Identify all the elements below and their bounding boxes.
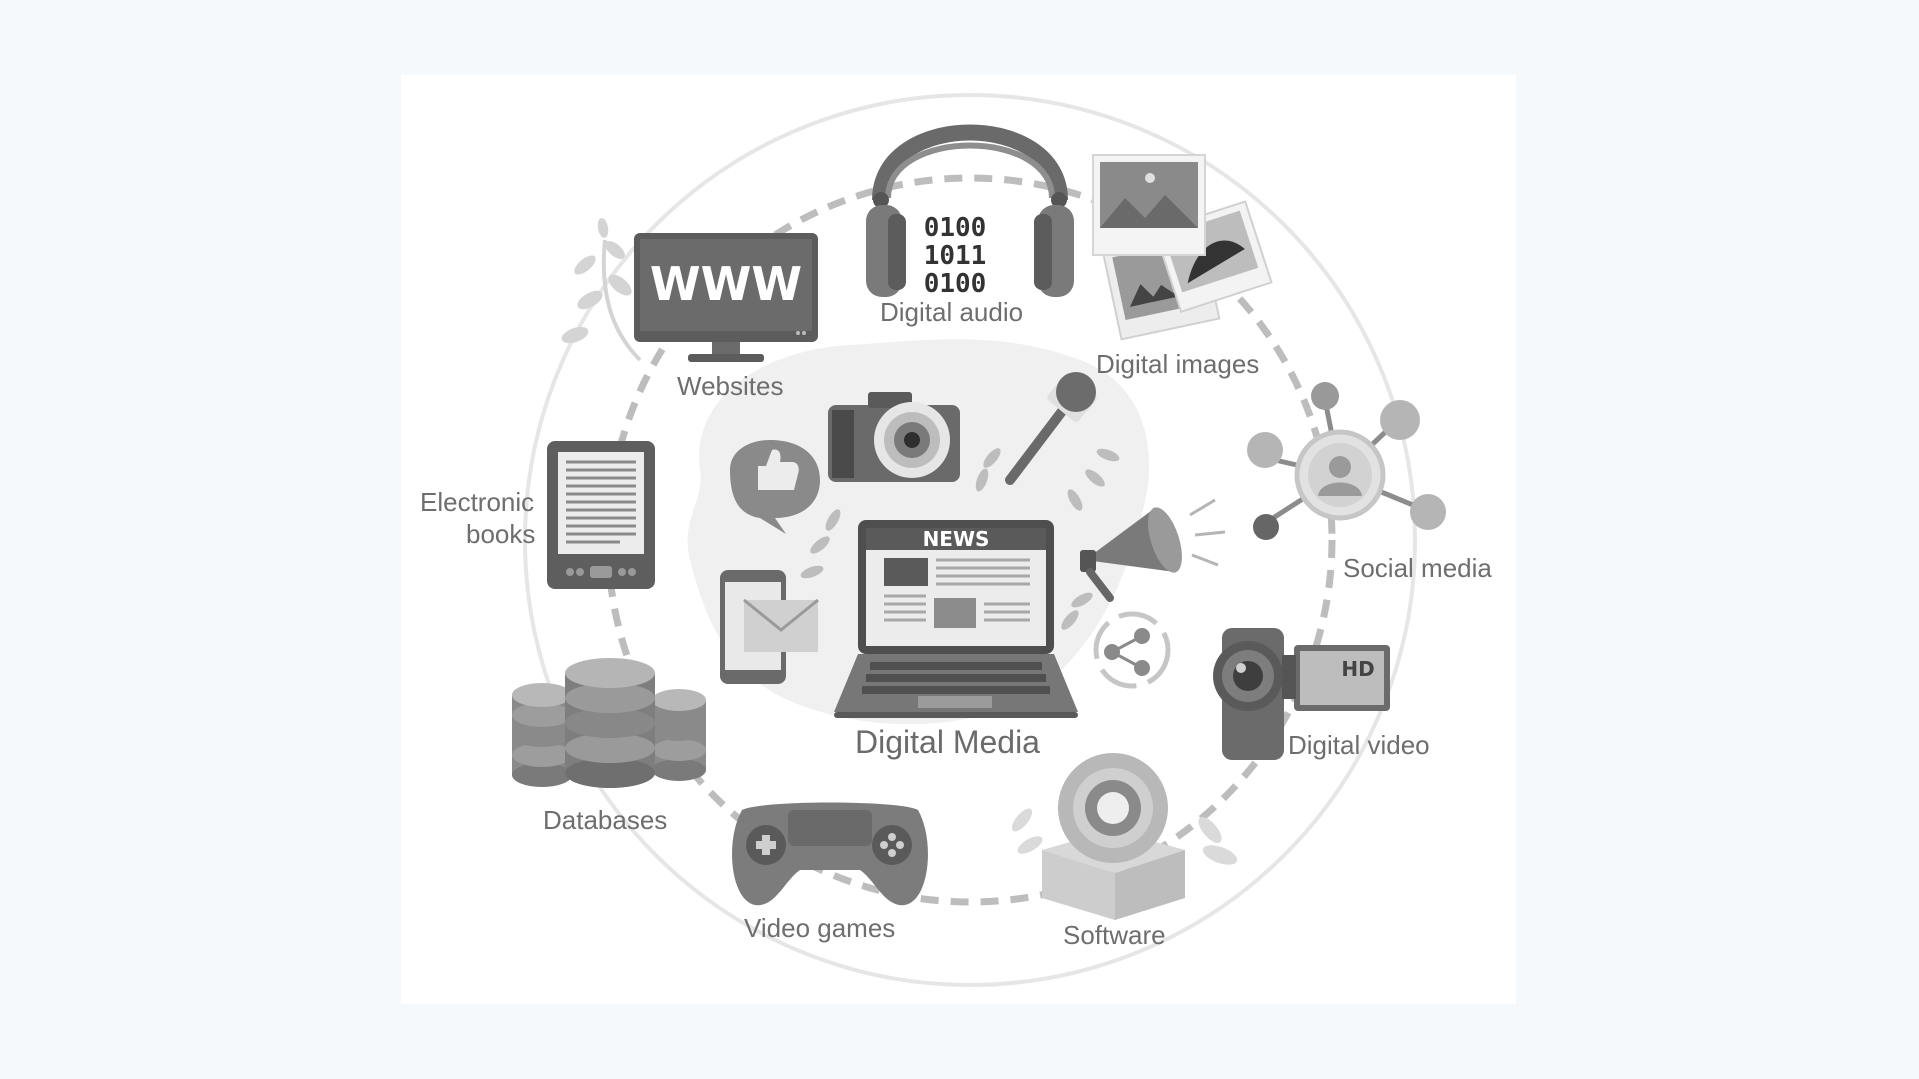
leaf-sprig-icon (561, 218, 642, 362)
microphone-icon (1005, 372, 1097, 485)
headphones-icon: 0100 1011 0100 (866, 124, 1074, 299)
megaphone-icon (1080, 498, 1226, 602)
photos-icon (1092, 154, 1273, 341)
leaf-sprig-icon (800, 448, 1120, 630)
websites-monitor-icon: WWW (634, 233, 818, 362)
database-stack-icon (512, 658, 706, 788)
websites-label: Websites (677, 371, 784, 401)
software-box-icon (1042, 753, 1185, 920)
camera-icon (828, 392, 960, 482)
phone-mail-icon (720, 570, 819, 684)
social-network-icon (1247, 382, 1446, 540)
electronic-books-label-line1: Electronic (420, 487, 535, 517)
social-media-label: Social media (1343, 553, 1492, 583)
center-label: Digital Media (855, 724, 1040, 760)
thumbs-up-bubble-icon (730, 440, 820, 534)
databases-label: Databases (543, 805, 668, 835)
electronic-books-label-line2: books (466, 519, 536, 549)
news-banner-text: NEWS (923, 527, 990, 551)
digital-images-label: Digital images (1096, 349, 1260, 379)
digital-audio-label: Digital audio (880, 297, 1024, 327)
dashed-ring (604, 174, 1336, 906)
binary-line-1: 0100 (924, 213, 987, 243)
outer-ring (523, 93, 1417, 987)
laptop-news-icon: NEWS (834, 520, 1078, 718)
www-text: WWW (650, 257, 802, 311)
camcorder-icon: HD (1213, 628, 1390, 760)
binary-line-3: 0100 (924, 269, 987, 299)
digital-video-label: Digital video (1288, 730, 1430, 760)
hd-badge: HD (1341, 657, 1374, 681)
share-icon (1093, 611, 1171, 689)
software-label: Software (1063, 920, 1166, 950)
ereader-icon (547, 441, 655, 589)
gamepad-icon (732, 802, 928, 906)
binary-line-2: 1011 (924, 241, 987, 271)
leaf-sprig-icon (1011, 808, 1238, 865)
video-games-label: Video games (744, 913, 896, 943)
